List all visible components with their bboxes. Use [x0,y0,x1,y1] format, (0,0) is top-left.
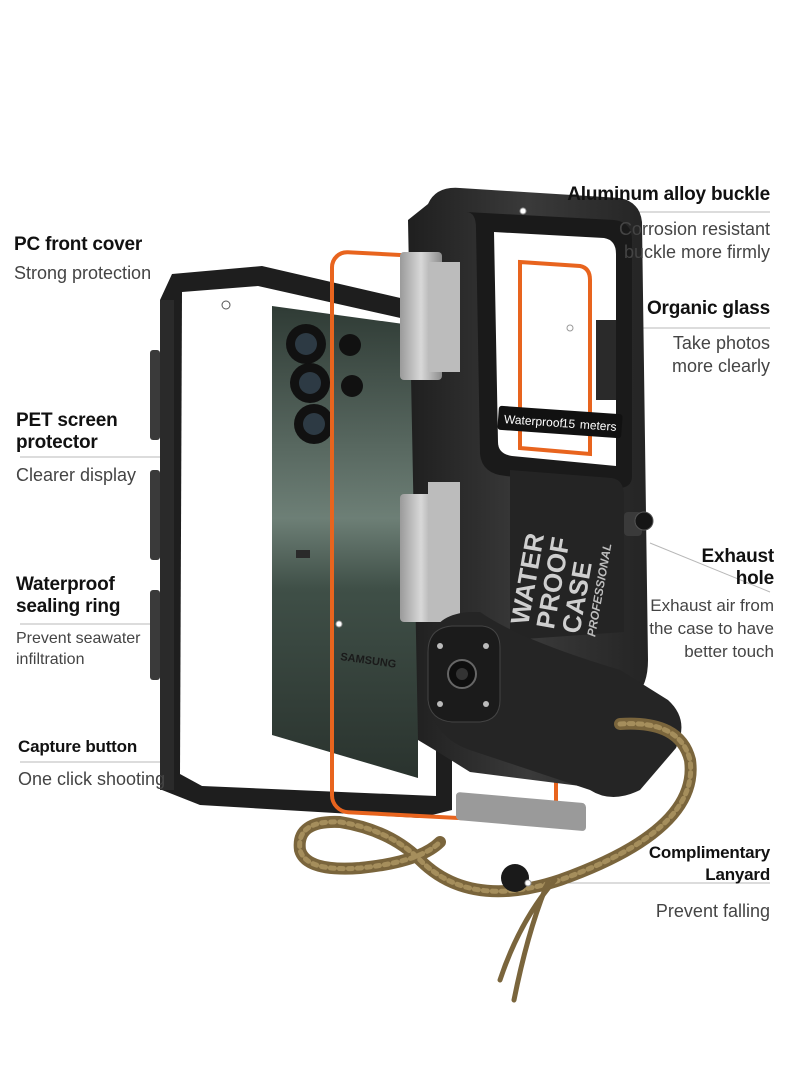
sealing-ring-title-1: Waterproof [16,574,115,595]
exhaust-hole-desc-2: the case to have [649,619,774,638]
pet-screen-desc: Clearer display [16,465,137,485]
sealing-ring-desc-2: infiltration [16,651,85,668]
exhaust-hole-title-2: hole [735,568,774,589]
lanyard-desc: Prevent falling [655,901,770,921]
pet-screen-title-2: protector [16,432,98,453]
badge-word: Waterproof [504,412,564,430]
feature-exhaust-hole: Exhaust hole Exhaust air from the case t… [649,546,774,663]
pc-front-cover-desc: Strong protection [14,263,152,283]
badge-unit: meters [579,417,617,434]
phone-illustration: SAMSUNG [272,306,418,778]
sealing-ring-desc-1: Prevent seawater [16,630,141,647]
grip-handle [427,612,682,831]
exhaust-hole-desc-1: Exhaust air from [650,596,774,615]
lanyard [293,717,697,1003]
feature-sealing-ring: Waterproof sealing ring Prevent seawater… [16,574,141,670]
organic-glass-desc-2: more clearly [671,356,770,376]
feature-lanyard: Complimentary Lanyard Prevent falling [649,842,770,923]
feature-pc-front-cover: PC front cover Strong protection [14,234,151,285]
aluminum-buckle-desc-1: Corrosion resistant [618,219,770,239]
depth-badge: Waterproof 15 meters [497,405,623,439]
capture-button-desc: One click shooting [18,769,166,789]
leader-line-exhaust [649,542,771,593]
pet-screen-title-1: PET screen [16,410,118,431]
aluminum-buckle-title: Aluminum alloy buckle [567,184,770,205]
feature-pet-screen: PET screen protector Clearer display [16,410,136,487]
organic-glass-title: Organic glass [646,298,770,319]
exhaust-hole-title-1: Exhaust [701,546,774,567]
lanyard-title-1: Complimentary [648,843,770,862]
aluminum-buckle-desc-2: buckle more firmly [623,242,770,262]
feature-aluminum-buckle: Aluminum alloy buckle Corrosion resistan… [567,184,770,264]
organic-glass-desc-1: Take photos [672,333,770,353]
pc-front-cover-title: PC front cover [14,234,143,255]
exhaust-knob [624,511,654,536]
feature-capture-button: Capture button One click shooting [18,736,165,791]
feature-organic-glass: Organic glass Take photos more clearly [647,298,770,378]
sealing-ring-dot [335,620,343,628]
badge-depth: 15 [561,416,576,431]
lanyard-title-2: Lanyard [705,865,770,884]
exhaust-hole-desc-3: better touch [684,642,774,661]
lanyard-lock [501,864,529,892]
sealing-ring-title-2: sealing ring [16,596,121,617]
capture-button-title: Capture button [18,737,138,756]
